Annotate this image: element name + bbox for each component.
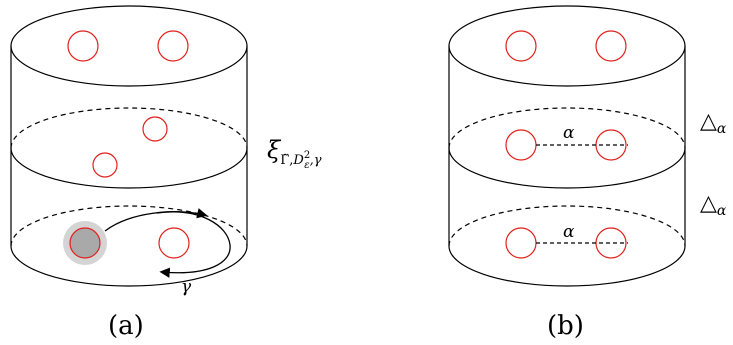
xi-sub-d: D	[292, 153, 304, 168]
shaded-puncture-a	[63, 221, 107, 265]
delta-lower-symbol: △	[700, 191, 717, 216]
middle-slice-front-a	[10, 147, 248, 189]
punctures-a	[67, 30, 190, 259]
delta-upper-sub: α	[717, 121, 727, 137]
alpha-arcs	[536, 144, 628, 244]
delta-lower-sub: α	[717, 203, 727, 219]
cylinder-a	[10, 5, 248, 287]
puncture-top-left-b	[505, 30, 537, 62]
gamma-loop-right-arc	[156, 211, 231, 278]
xi-base: ξ	[267, 136, 282, 164]
xi-sub-d-sup: 2	[304, 150, 310, 161]
top-disk-b	[448, 5, 686, 87]
puncture-mid-lower-a	[92, 152, 118, 178]
delta-label-lower: △α	[700, 191, 727, 219]
bottom-disk-back-a	[10, 205, 248, 247]
shaded-disk	[69, 227, 101, 259]
gamma-loop	[104, 208, 231, 278]
alpha-label-middle: α	[563, 123, 575, 143]
middle-slice-front-b	[448, 147, 686, 189]
panel-b: α α △α △α (b)	[448, 5, 727, 341]
caption-a: (a)	[108, 311, 144, 341]
puncture-mid-upper-a	[142, 116, 168, 142]
xi-sub-gamma: Γ̃,	[280, 153, 293, 168]
puncture-bottom-left-b	[505, 227, 537, 259]
cylinder-b	[448, 5, 686, 287]
bottom-disk-front-b	[448, 245, 686, 287]
caption-b: (b)	[547, 311, 584, 341]
gamma-label: γ	[181, 277, 192, 297]
xi-sub-d-sub: ε	[304, 160, 309, 171]
top-disk-a	[10, 5, 248, 87]
gamma-loop-upper-arc	[104, 208, 208, 232]
delta-upper-symbol: △	[700, 109, 717, 134]
puncture-top-right-b	[595, 30, 627, 62]
puncture-top-left-a	[67, 30, 99, 62]
xi-sub-gamma-end: ,γ	[310, 153, 322, 168]
alpha-label-bottom: α	[563, 222, 575, 242]
puncture-top-right-a	[157, 30, 189, 62]
bottom-disk-front-a	[10, 245, 248, 287]
middle-slice-back-a	[10, 107, 248, 149]
puncture-mid-left-b	[505, 129, 537, 161]
puncture-bottom-right-a	[158, 227, 190, 259]
delta-label-upper: △α	[700, 109, 727, 137]
